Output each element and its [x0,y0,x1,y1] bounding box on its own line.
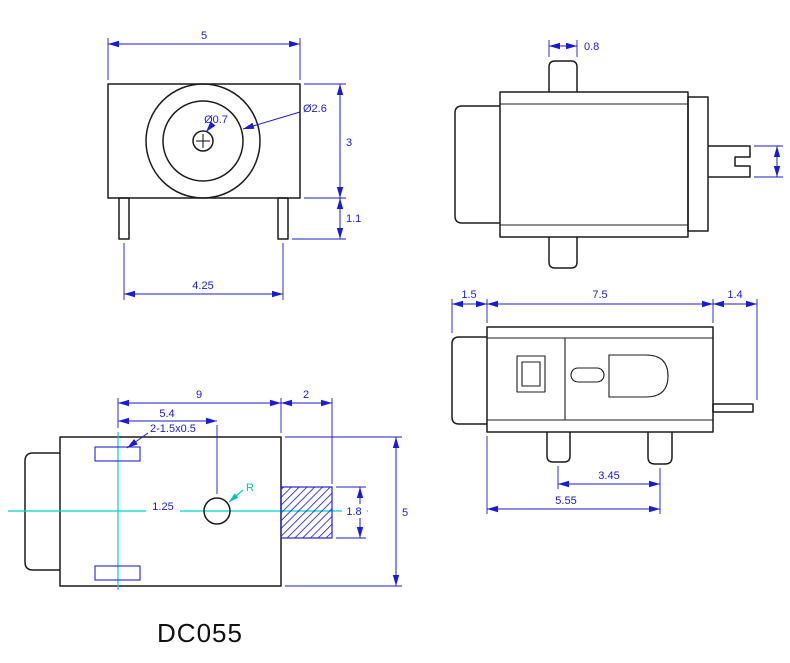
front-right-leg [277,197,289,240]
front-outer-circle [145,83,261,199]
front-dim-height-group: 3 [304,83,352,199]
dim-front-height: 3 [346,137,352,149]
front-view: 5 Ø2.6 Ø0.7 3 1.1 4.25 [107,30,361,300]
front-dim-pin-pitch-group: 4.25 [123,243,284,300]
side-top-lug [548,60,578,92]
front-middle-circle [162,100,244,182]
dim-side2-body-length: 7.5 [592,289,607,301]
side2-right-pin [712,403,754,413]
plan-dim-length-group: 9 [117,389,282,433]
plan-view: R 9 2 5.4 2-1.5x0.5 1.25 [8,389,408,590]
plan-dim-center-offset-group: 1.25 [146,500,180,513]
plan-dim-shaft-dia-group: 1.8 [336,486,367,539]
front-center-pin-circle [192,130,214,152]
dim-plan-shaft-diameter: 1.8 [346,506,361,518]
side2-outline [451,326,754,465]
plan-dim-slot-spec-group: 2-1.5x0.5 [126,423,196,449]
side2-bottom-pin-a [546,432,571,463]
front-dim-inner-dia-group: Ø0.7 [204,114,228,133]
plan-radius-callout-group: R [228,482,254,503]
dim-plan-length: 9 [196,389,202,401]
dim-side2-pin-extension: 1.4 [727,289,742,301]
side2-barrel-cap [451,336,487,425]
side-dim-right-pin-group [754,145,783,178]
plan-dim-slot-offset-group: 5.4 [118,408,218,494]
front-dim-pin-length-group: 1.1 [292,198,361,240]
side-barrel-cap [454,105,500,224]
dim-front-pin-pitch: 4.25 [192,280,213,292]
dim-front-pin-length: 1.1 [346,213,361,225]
dim-plan-slot-offset: 5.4 [159,408,174,420]
plan-center-hole [203,497,231,525]
dim-side2-pin-pitch-inner: 3.45 [598,470,619,482]
front-view-outline [107,83,301,240]
radius-callout-label: R [246,482,254,494]
dim-plan-slot-spec: 2-1.5x0.5 [150,423,196,435]
dim-side-pin-width: 0.8 [584,41,599,53]
side2-square-window [516,355,546,393]
plan-shaft-hatched [280,486,333,539]
front-dim-width-group: 5 [107,30,301,80]
dim-front-width: 5 [201,30,207,42]
front-left-leg [118,197,130,240]
side2-bottom-pin-b [647,432,673,465]
side-dim-pin-width-group: 0.8 [548,40,599,57]
front-dim-outer-dia-group: Ø2.6 [242,103,327,130]
dim-front-inner-diameter: Ø0.7 [204,114,228,126]
plan-dim-shaft-length-group: 2 [281,389,333,484]
side-flange [687,96,709,232]
dim-side2-pin-pitch-outer: 5.55 [555,495,576,507]
dim-plan-center-offset: 1.25 [152,501,173,513]
side2-contact-cylinder [608,354,669,398]
side-bottom-lug [548,237,578,269]
side2-body [486,326,714,433]
plan-dim-width-group: 5 [285,436,408,587]
side-body [499,91,689,238]
side2-slot [570,367,605,383]
side-view: 0.8 [454,40,783,269]
side-view-2: 1.5 7.5 1.4 3.45 5.55 [451,289,758,514]
dim-front-outer-diameter: Ø2.6 [303,103,327,115]
side-view-outline [454,60,751,269]
drawing-title: DC055 [157,618,243,648]
side-right-pin [708,145,751,178]
plan-bottom-slot [94,565,141,581]
side2-dim-bottom-group: 3.45 5.55 [486,436,661,514]
dim-plan-shaft-length: 2 [303,389,309,401]
dim-plan-width: 5 [402,507,408,519]
side2-dim-top-group: 1.5 7.5 1.4 [451,289,758,400]
dim-side2-cap-length: 1.5 [461,289,476,301]
plan-top-slot [94,446,141,462]
